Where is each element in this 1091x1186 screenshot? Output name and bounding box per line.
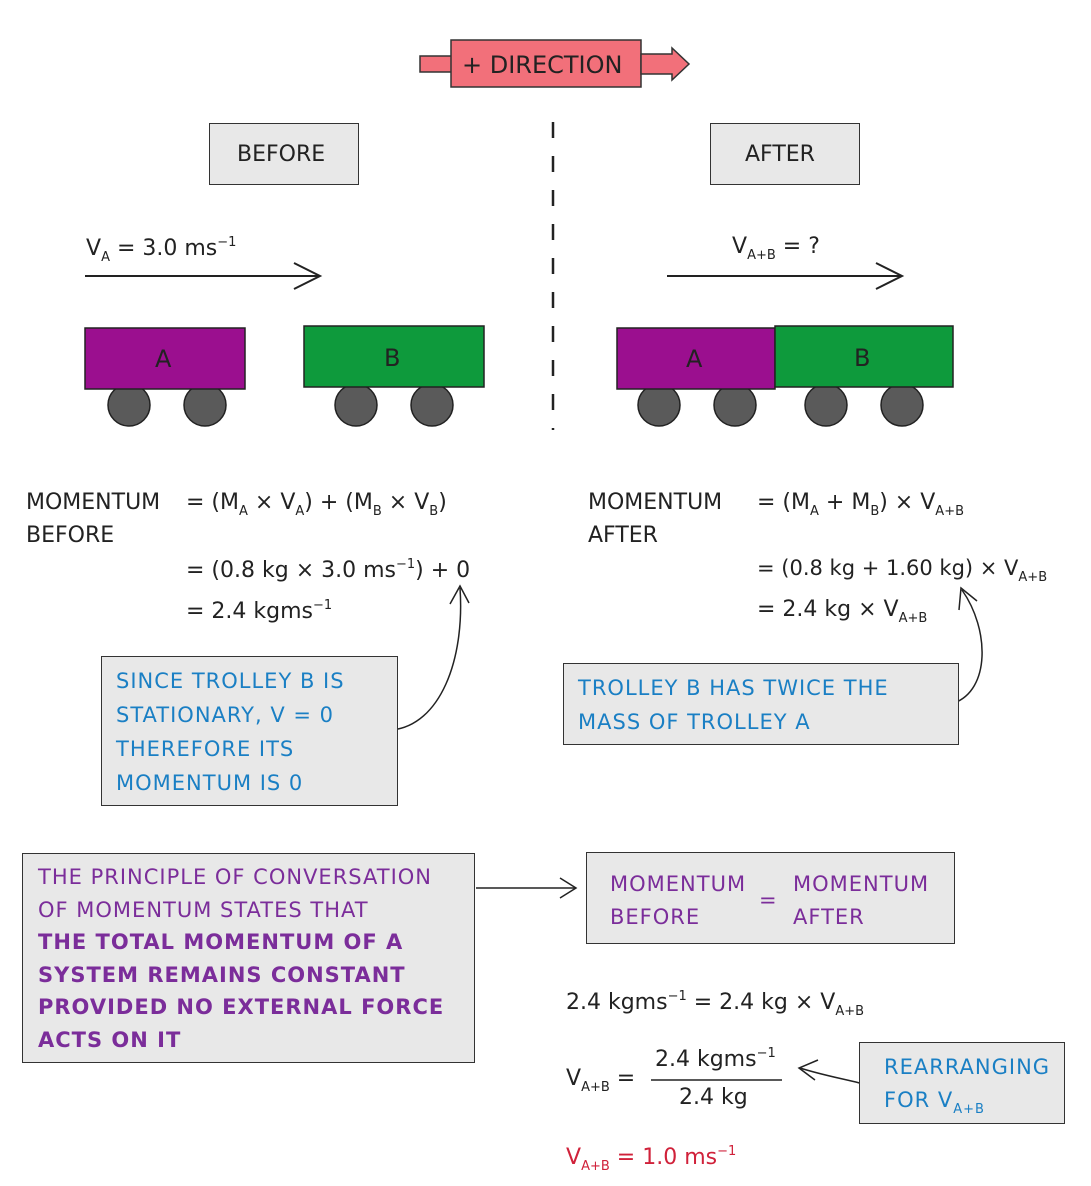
velocity-before-label: VA = 3.0 ms−1 (86, 235, 237, 265)
trolleys-combined-after (616, 325, 954, 427)
solution-frac-lhs: VA+B = (566, 1066, 636, 1095)
equality-right-2: AFTER (793, 905, 865, 929)
trolley-a-before (84, 327, 246, 427)
note-stationary-line-4: MOMENTUM IS 0 (116, 771, 304, 795)
momentum-before-eq-3: = 2.4 kgms−1 (186, 598, 333, 624)
momentum-after-eq-3: = 2.4 kg × VA+B (757, 597, 928, 626)
pointer-arrow-stationary (385, 584, 470, 734)
trolley-b-label-after: B (854, 344, 871, 372)
equality-left-2: BEFORE (610, 905, 701, 929)
trolley-a-label-before: A (155, 345, 172, 373)
note-stationary-line-3: THEREFORE ITS (116, 737, 295, 761)
momentum-before-heading-2: BEFORE (26, 523, 115, 548)
principle-line-1: THE PRINCIPLE OF CONVERSATION (38, 865, 433, 889)
principle-line-4: SYSTEM REMAINS CONSTANT (38, 963, 406, 987)
trolley-a-label-after: A (686, 345, 703, 373)
pointer-arrow-principle (476, 877, 578, 899)
note-stationary-box (101, 656, 398, 806)
principle-line-3: THE TOTAL MOMENTUM OF A (38, 930, 404, 954)
velocity-arrow-before (85, 262, 323, 290)
principle-box (22, 853, 475, 1063)
momentum-after-eq-2: = (0.8 kg + 1.60 kg) × VA+B (757, 556, 1048, 585)
momentum-before-eq-1: = (MA × VA) + (MB × VB) (186, 490, 447, 519)
note-rearranging-box (859, 1042, 1065, 1124)
principle-line-6: ACTS ON IT (38, 1028, 182, 1052)
note-rearranging-line-1: REARRANGING (884, 1055, 1051, 1079)
note-twice-mass-line-1: TROLLEY B HAS TWICE THE (578, 676, 889, 700)
velocity-after-label: VA+B = ? (732, 234, 820, 263)
velocity-arrow-after (667, 262, 905, 290)
after-label: AFTER (745, 142, 815, 167)
momentum-after-heading-1: MOMENTUM (588, 490, 723, 515)
direction-arrow (419, 39, 691, 88)
solution-frac-denominator: 2.4 kg (679, 1085, 748, 1110)
note-stationary-line-1: SINCE TROLLEY B IS (116, 669, 345, 693)
principle-line-2: OF MOMENTUM STATES THAT (38, 898, 369, 922)
note-rearranging-line-2: FOR VA+B (884, 1088, 985, 1117)
momentum-before-eq-2: = (0.8 kg × 3.0 ms−1) + 0 (186, 557, 471, 583)
equality-right-1: MOMENTUM (793, 872, 930, 896)
trolley-b-label-before: B (384, 344, 401, 372)
after-label-box (710, 123, 860, 185)
note-stationary-line-2: STATIONARY, V = 0 (116, 703, 334, 727)
equality-box (586, 852, 955, 944)
before-label-box (209, 123, 359, 185)
momentum-after-eq-1: = (MA + MB) × VA+B (757, 490, 965, 519)
momentum-before-heading-1: MOMENTUM (26, 490, 161, 515)
principle-line-5: PROVIDED NO EXTERNAL FORCE (38, 995, 445, 1019)
note-twice-mass-line-2: MASS OF TROLLEY A (578, 710, 811, 734)
equality-equals: = (759, 888, 778, 912)
solution-frac-numerator: 2.4 kgms−1 (655, 1046, 776, 1072)
equality-left-1: MOMENTUM (610, 872, 747, 896)
momentum-after-heading-2: AFTER (588, 523, 658, 548)
before-label: BEFORE (237, 142, 326, 167)
solution-line-1: 2.4 kgms−1 = 2.4 kg × VA+B (566, 989, 865, 1019)
solution-result: VA+B = 1.0 ms−1 (566, 1144, 737, 1174)
direction-label: + DIRECTION (462, 51, 623, 79)
trolley-b-before (303, 325, 485, 427)
note-twice-mass-box (563, 663, 959, 745)
